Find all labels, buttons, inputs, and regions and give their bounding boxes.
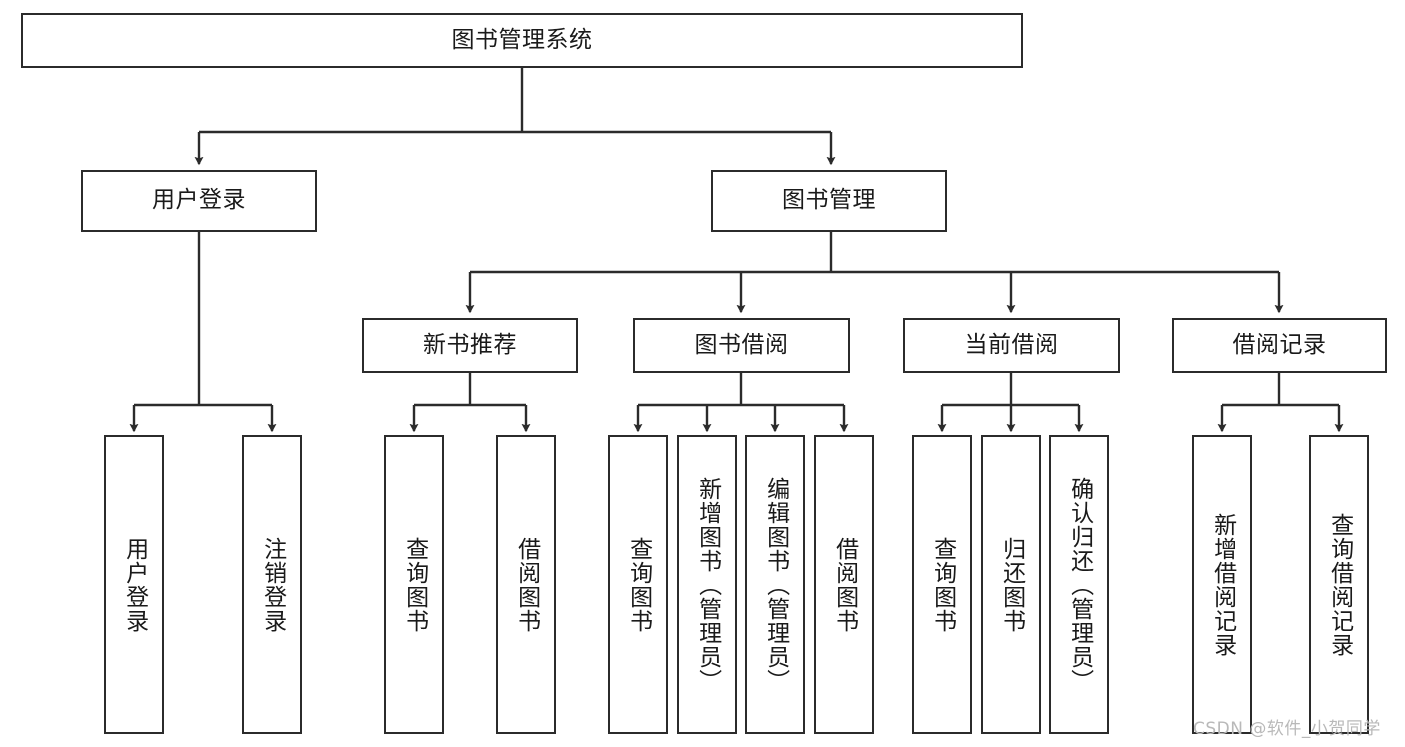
node-label: 查询图书 [401,536,428,633]
node-book-borrow[interactable]: 图书借阅 [633,318,850,373]
node-user-login[interactable]: 用户登录 [81,170,317,232]
node-leaf-user-logout[interactable]: 注销登录 [242,435,302,734]
node-label: 新书推荐 [423,331,517,358]
node-label: 编辑图书（管理员） [762,476,789,693]
node-label: 归还图书 [998,536,1025,633]
node-leaf-user-login[interactable]: 用户登录 [104,435,164,734]
node-leaf-return-book[interactable]: 归还图书 [981,435,1041,734]
node-leaf-query-book[interactable]: 查询图书 [608,435,668,734]
node-label: 查询借阅记录 [1326,512,1353,657]
node-book-management[interactable]: 图书管理 [711,170,947,232]
node-leaf-query-book-new[interactable]: 查询图书 [384,435,444,734]
node-label: 图书借阅 [694,331,789,358]
node-new-book-recommend[interactable]: 新书推荐 [362,318,578,373]
node-leaf-borrow-book-new[interactable]: 借阅图书 [496,435,556,734]
node-label: 查询图书 [929,536,956,633]
node-label: 借阅图书 [513,536,540,633]
node-label: 注销登录 [259,536,286,633]
node-leaf-add-book-admin[interactable]: 新增图书（管理员） [677,435,737,734]
node-label: 新增图书（管理员） [694,476,721,693]
node-leaf-query-borrow-record[interactable]: 查询借阅记录 [1309,435,1369,734]
csdn-watermark: CSDN @软件_小贺同学 [1193,719,1381,739]
node-leaf-add-borrow-record[interactable]: 新增借阅记录 [1192,435,1252,734]
node-leaf-query-book-current[interactable]: 查询图书 [912,435,972,734]
node-leaf-confirm-return-admin[interactable]: 确认归还（管理员） [1049,435,1109,734]
node-root-library-system[interactable]: 图书管理系统 [21,13,1023,68]
node-label: 图书管理 [782,187,876,214]
node-leaf-edit-book-admin[interactable]: 编辑图书（管理员） [745,435,805,734]
node-label: 当前借阅 [964,331,1059,358]
node-label: 查询图书 [625,536,652,633]
node-label: 用户登录 [152,187,246,214]
node-leaf-borrow-book[interactable]: 借阅图书 [814,435,874,734]
node-current-borrow[interactable]: 当前借阅 [903,318,1120,373]
node-label: 借阅记录 [1232,331,1327,358]
node-label: 确认归还（管理员） [1066,476,1093,693]
node-label: 新增借阅记录 [1209,512,1236,657]
node-label: 借阅图书 [831,536,858,633]
node-label: 图书管理系统 [451,26,593,53]
node-label: 用户登录 [121,536,148,633]
node-borrow-record[interactable]: 借阅记录 [1172,318,1387,373]
